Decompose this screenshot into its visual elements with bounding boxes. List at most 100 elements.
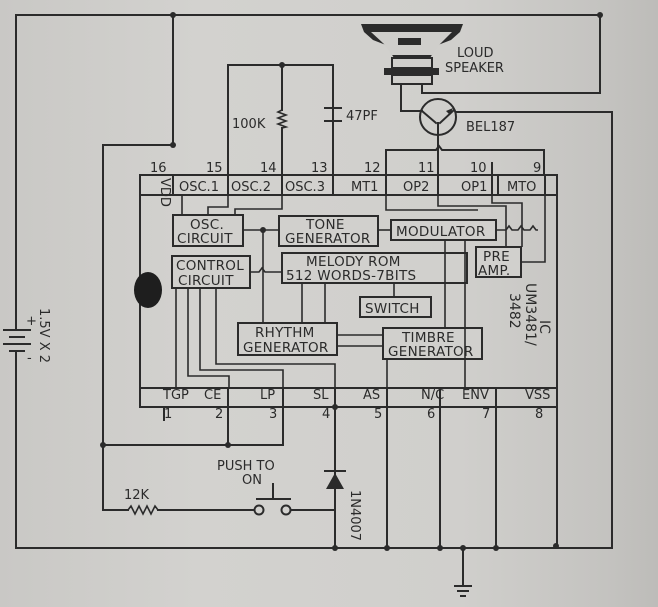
modulator-block: MODULATOR bbox=[390, 219, 497, 241]
junction-dot bbox=[100, 442, 106, 448]
tone-generator-block: TONE GENERATOR bbox=[278, 215, 379, 247]
pin-11-name: OP2 bbox=[403, 180, 429, 195]
battery-symbol bbox=[3, 325, 31, 361]
ic-body bbox=[139, 174, 558, 408]
control-block-line1: CONTROL bbox=[176, 258, 244, 274]
pin-15-number: 15 bbox=[206, 161, 223, 176]
control-block-line2: CIRCUIT bbox=[178, 273, 234, 289]
pin-13-number: 13 bbox=[311, 161, 328, 176]
pin-4-number: 4 bbox=[322, 407, 330, 422]
pin-11-number: 11 bbox=[418, 161, 435, 176]
pin-9-number: 9 bbox=[533, 161, 541, 176]
pin-12-name: MT1 bbox=[351, 180, 378, 195]
pin-2-number: 2 bbox=[215, 407, 223, 422]
ic-part-number: UM3481/ bbox=[522, 283, 538, 346]
internal-wiring bbox=[175, 195, 546, 388]
battery-label: 1.5V X 2 bbox=[36, 308, 51, 363]
pin-12-number: 12 bbox=[364, 161, 381, 176]
tone-block-line2: GENERATOR bbox=[285, 231, 371, 247]
rhythm-block-line1: RHYTHM bbox=[255, 325, 315, 341]
speaker-wiring bbox=[400, 14, 613, 549]
pin-5-name: AS bbox=[363, 388, 380, 403]
junction-dot bbox=[384, 545, 390, 551]
osc-block-line1: OSC. bbox=[190, 217, 224, 233]
pin-16-name: VDD bbox=[157, 178, 172, 207]
preamp-block-line2: AMP. bbox=[478, 263, 510, 279]
timbre-block-line1: TIMBRE bbox=[401, 330, 455, 346]
junction-dot bbox=[437, 545, 443, 551]
pin-3-name: LP bbox=[260, 388, 275, 403]
junction-dot bbox=[460, 545, 466, 551]
rhythm-generator-block: RHYTHM GENERATOR bbox=[237, 322, 338, 356]
pin-7-number: 7 bbox=[482, 407, 490, 422]
top-pin-separators bbox=[172, 174, 546, 196]
pin-3-number: 3 bbox=[269, 407, 277, 422]
pin-8-number: 8 bbox=[535, 407, 543, 422]
pin-14-number: 14 bbox=[260, 161, 277, 176]
loudspeaker-icon bbox=[361, 24, 463, 85]
capacitor-47pf-label: 47PF bbox=[346, 109, 378, 124]
bottom-wiring bbox=[102, 406, 558, 586]
junction-dot bbox=[597, 12, 603, 18]
resistor-100k-symbol bbox=[275, 109, 289, 129]
junction-dot bbox=[225, 442, 231, 448]
bottom-pin-separators bbox=[227, 387, 497, 408]
output-pin-wiring bbox=[385, 144, 545, 196]
junction-dot bbox=[553, 543, 559, 549]
rhythm-block-line2: GENERATOR bbox=[243, 340, 329, 356]
pin-16-number: 16 bbox=[150, 161, 167, 176]
melody-block-line1: MELODY ROM bbox=[306, 254, 401, 270]
junction-dot bbox=[260, 227, 266, 233]
timbre-block-line2: GENERATOR bbox=[388, 344, 474, 360]
pin-8-name: VSS bbox=[525, 388, 550, 403]
diode-1n4007-symbol bbox=[324, 470, 346, 489]
pin-4-name: SL bbox=[313, 388, 329, 403]
pin-2-name: CE bbox=[204, 388, 221, 403]
battery-minus-label: - bbox=[27, 351, 32, 366]
push-button-switch-symbol[interactable] bbox=[253, 483, 292, 516]
preamp-block: PRE AMP. bbox=[475, 246, 522, 279]
junction-dot bbox=[170, 142, 176, 148]
osc-circuit-block: OSC. CIRCUIT bbox=[172, 214, 244, 247]
pin-1-name: TGP bbox=[162, 388, 189, 403]
melody-rom-block: MELODY ROM 512 WORDS-7BITS bbox=[281, 252, 468, 284]
junction-dot bbox=[170, 12, 176, 18]
pin-15-name: OSC.1 bbox=[179, 180, 219, 195]
junction-dot bbox=[332, 404, 338, 410]
junction-dot bbox=[279, 62, 285, 68]
pin-6-number: 6 bbox=[427, 407, 435, 422]
switch-block-label: SWITCH bbox=[365, 301, 420, 317]
battery-plus-label: + bbox=[26, 314, 37, 329]
tone-block-line1: TONE bbox=[305, 217, 345, 233]
control-circuit-block: CONTROL CIRCUIT bbox=[171, 255, 251, 289]
osc-block-line2: CIRCUIT bbox=[177, 231, 233, 247]
resistor-12k-symbol bbox=[127, 504, 159, 516]
pin-9-name: MTO bbox=[507, 180, 536, 195]
ic-part-number-alt: 3482 bbox=[506, 293, 522, 329]
pin-10-number: 10 bbox=[470, 161, 487, 176]
junction-dot bbox=[332, 545, 338, 551]
switch-block: SWITCH bbox=[359, 296, 432, 318]
transistor-bel187-symbol bbox=[419, 98, 457, 176]
resistor-12k-label: 12K bbox=[124, 488, 150, 503]
modulator-block-label: MODULATOR bbox=[396, 224, 486, 240]
junction-dot bbox=[493, 545, 499, 551]
capacitor-47pf-symbol bbox=[324, 107, 342, 122]
transistor-label: BEL187 bbox=[466, 120, 515, 135]
pin-14-name: OSC.2 bbox=[231, 180, 271, 195]
ground-symbol bbox=[454, 585, 472, 597]
pin-7-name: ENV bbox=[462, 388, 489, 403]
resistor-100k-label: 100K bbox=[232, 117, 266, 132]
switch-label-line2: ON bbox=[242, 473, 262, 488]
timbre-generator-block: TIMBRE GENERATOR bbox=[382, 327, 483, 360]
ink-blot bbox=[134, 272, 162, 308]
pin-5-number: 5 bbox=[374, 407, 382, 422]
melody-block-line2: 512 WORDS-7BITS bbox=[286, 268, 416, 284]
pin-10-name: OP1 bbox=[461, 180, 487, 195]
preamp-block-line1: PRE bbox=[483, 249, 510, 265]
speaker-label-line1: LOUD bbox=[457, 46, 494, 61]
pin-6-name: N/C bbox=[421, 388, 444, 403]
pin-13-name: OSC.3 bbox=[285, 180, 325, 195]
